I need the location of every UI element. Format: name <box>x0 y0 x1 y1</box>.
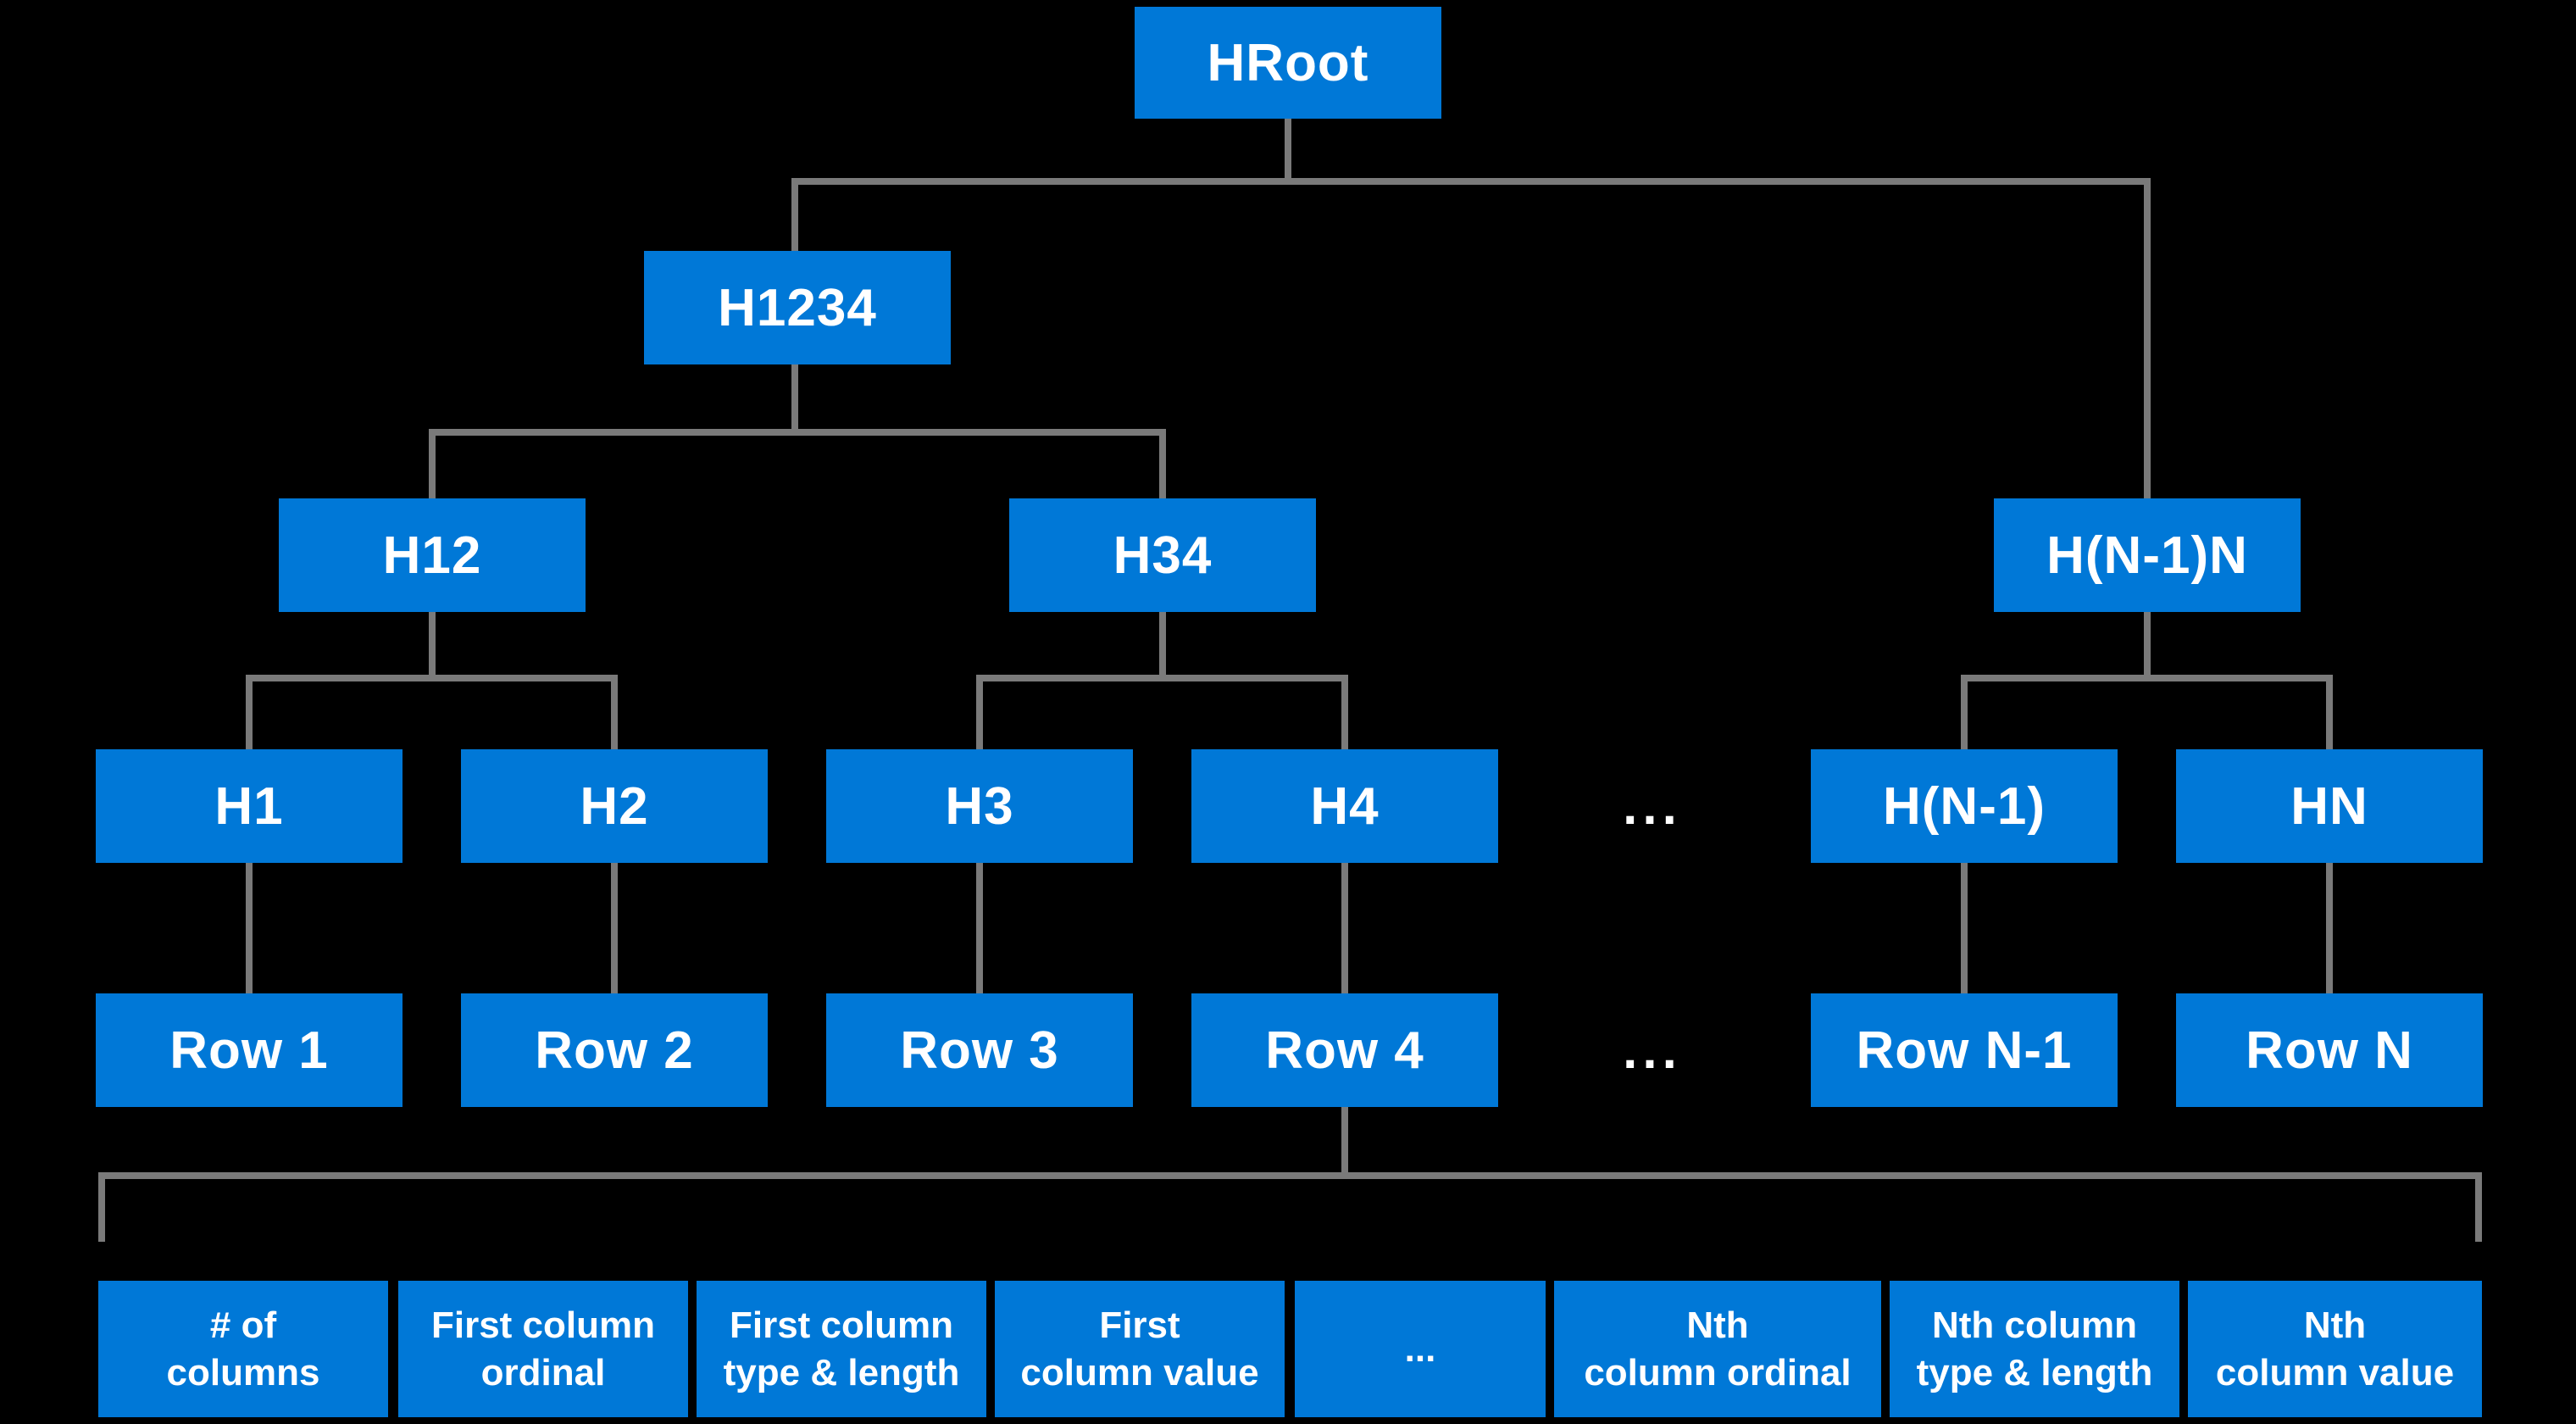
connector-split1-left-drop <box>791 181 798 251</box>
connector-h1-row1 <box>246 863 253 993</box>
field-nth-column-ordinal: Nth column ordinal <box>1554 1281 1881 1417</box>
connector-row4-stem <box>1341 1107 1348 1176</box>
connector-split3b-horizontal <box>976 675 1348 681</box>
node-h4: H4 <box>1191 749 1498 863</box>
connector-split3a-right-drop <box>611 678 618 749</box>
connector-split3c-horizontal <box>1961 675 2333 681</box>
node-h3: H3 <box>826 749 1133 863</box>
connector-hn-rown <box>2326 863 2333 993</box>
connector-hn1n-stem <box>2144 612 2151 678</box>
field-first-column-value: First column value <box>995 1281 1285 1417</box>
connector-h1234-stem <box>791 364 798 432</box>
connector-split3b-left-drop <box>976 678 983 749</box>
connector-bracket-horizontal <box>98 1172 2482 1179</box>
connector-bracket-left-tick <box>98 1172 105 1242</box>
node-hn1n: H(N-1)N <box>1994 498 2301 612</box>
node-row3: Row 3 <box>826 993 1133 1107</box>
connector-split3b-right-drop <box>1341 678 1348 749</box>
node-row1: Row 1 <box>96 993 402 1107</box>
connector-split2-horizontal <box>429 429 1166 436</box>
connector-h4-row4 <box>1341 863 1348 993</box>
field-nth-column-type-length: Nth column type & length <box>1890 1281 2179 1417</box>
node-h1234: H1234 <box>644 251 951 364</box>
connector-split3a-horizontal <box>246 675 618 681</box>
hash-row-ellipsis: ... <box>1623 776 1682 836</box>
connector-h12-stem <box>429 612 436 678</box>
connector-hn1-rown1 <box>1961 863 1968 993</box>
connector-hroot-stem <box>1285 119 1291 181</box>
connector-bracket-right-tick <box>2475 1172 2482 1242</box>
node-hn1: H(N-1) <box>1811 749 2118 863</box>
node-row4: Row 4 <box>1191 993 1498 1107</box>
node-h34: H34 <box>1009 498 1316 612</box>
connector-split1-horizontal <box>791 178 2151 185</box>
node-hroot: HRoot <box>1135 7 1441 119</box>
connector-split1-right-drop <box>2144 181 2151 498</box>
connector-h34-stem <box>1159 612 1166 678</box>
node-rown: Row N <box>2176 993 2483 1107</box>
connector-split2-right-drop <box>1159 432 1166 498</box>
node-rown1: Row N-1 <box>1811 993 2118 1107</box>
field-num-columns: # of columns <box>98 1281 388 1417</box>
row-level-ellipsis: ... <box>1623 1021 1682 1080</box>
connector-h2-row2 <box>611 863 618 993</box>
node-h12: H12 <box>279 498 586 612</box>
node-h2: H2 <box>461 749 768 863</box>
node-row2: Row 2 <box>461 993 768 1107</box>
field-nth-column-value: Nth column value <box>2188 1281 2482 1417</box>
connector-h3-row3 <box>976 863 983 993</box>
connector-split3a-left-drop <box>246 678 253 749</box>
node-hn: HN <box>2176 749 2483 863</box>
connector-split3c-right-drop <box>2326 678 2333 749</box>
node-h1: H1 <box>96 749 402 863</box>
connector-split3c-left-drop <box>1961 678 1968 749</box>
connector-split2-left-drop <box>429 432 436 498</box>
field-ellipsis: ... <box>1295 1281 1546 1417</box>
field-first-column-type-length: First column type & length <box>697 1281 986 1417</box>
field-first-column-ordinal: First column ordinal <box>398 1281 688 1417</box>
